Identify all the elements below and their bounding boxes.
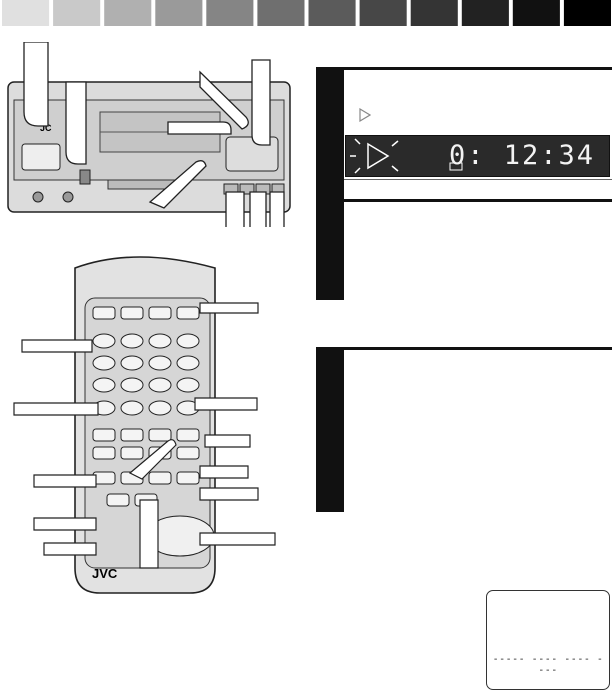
section-1-tab	[316, 67, 344, 300]
tv-onscreen-counter: ----- ---- ---- - ---	[492, 654, 604, 676]
remote-button	[120, 377, 144, 393]
remote-button	[148, 377, 172, 393]
remote-button	[176, 471, 200, 485]
section-1-divider	[344, 179, 612, 180]
remote-button	[148, 333, 172, 349]
remote-button	[92, 355, 116, 371]
strip-segment	[53, 0, 101, 26]
strip-segment	[2, 0, 50, 26]
strip-segment	[359, 0, 407, 26]
strip-segment	[563, 0, 611, 26]
vcr-display-panel: 0: 12:34	[345, 135, 610, 177]
svg-text:JC: JC	[40, 123, 52, 133]
section-1-top-rule	[344, 67, 612, 70]
remote-control-illustration: JVC	[13, 256, 276, 594]
remote-button	[106, 493, 130, 507]
remote-button	[176, 306, 200, 320]
remote-button	[120, 446, 144, 460]
strip-segment	[308, 0, 356, 26]
section-2-top-rule	[344, 347, 612, 350]
header-gradient-strip	[2, 0, 611, 26]
strip-segment	[104, 0, 152, 26]
remote-button	[120, 428, 144, 442]
strip-segment	[155, 0, 203, 26]
remote-button	[176, 355, 200, 371]
remote-button	[120, 355, 144, 371]
strip-segment	[461, 0, 509, 26]
remote-button	[148, 355, 172, 371]
remote-button	[176, 333, 200, 349]
remote-button	[92, 306, 116, 320]
remote-button	[92, 428, 116, 442]
remote-button	[148, 428, 172, 442]
remote-button	[120, 400, 144, 416]
tv-screen-illustration: ----- ---- ---- - ---	[486, 590, 610, 690]
remote-button	[148, 400, 172, 416]
vcr-front-panel-illustration: JC	[7, 42, 291, 227]
play-triangle-icon	[359, 108, 371, 122]
remote-button	[120, 306, 144, 320]
remote-button	[92, 333, 116, 349]
tape-counter-readout: 0: 12:34	[448, 140, 595, 171]
remote-button	[92, 377, 116, 393]
remote-brand-logo: JVC	[92, 566, 118, 581]
strip-segment	[512, 0, 560, 26]
blinking-play-indicator-icon	[350, 138, 463, 174]
strip-segment	[257, 0, 305, 26]
remote-button	[176, 377, 200, 393]
section-1-subheading-rule	[344, 199, 612, 202]
remote-button	[176, 446, 200, 460]
remote-button	[120, 333, 144, 349]
remote-button	[92, 446, 116, 460]
strip-segment	[410, 0, 458, 26]
remote-button	[148, 306, 172, 320]
strip-segment	[206, 0, 254, 26]
remote-button	[148, 471, 172, 485]
section-2-tab	[316, 347, 344, 512]
remote-button	[176, 428, 200, 442]
